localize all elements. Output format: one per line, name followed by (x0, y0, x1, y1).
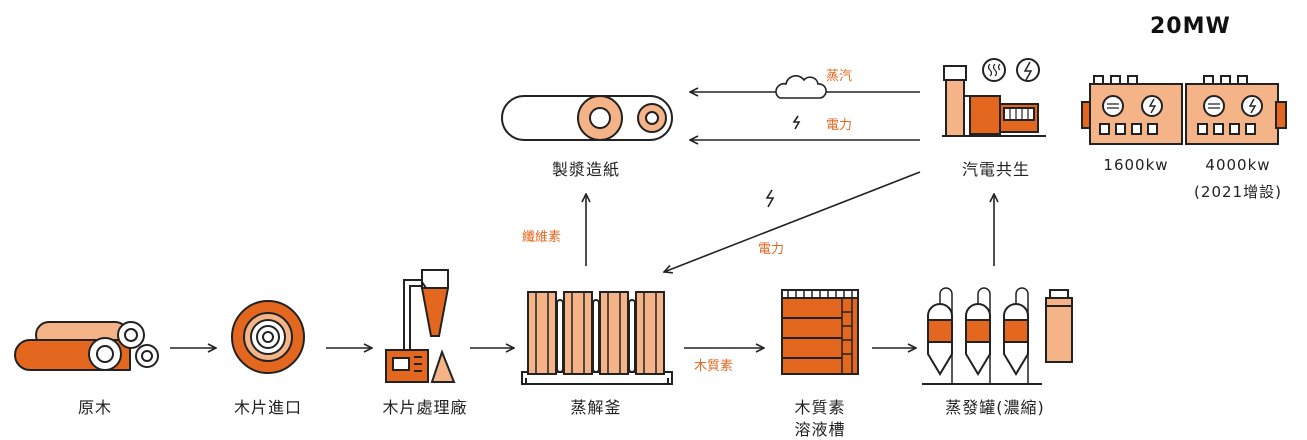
label-digester: 蒸解釜 (570, 398, 622, 417)
chip-plant-icon (385, 269, 456, 383)
log-pile-icon (14, 321, 159, 371)
label-chip-plant: 木片處理廠 (382, 398, 468, 417)
flow-arrows (170, 92, 994, 348)
evaporator-icon (922, 287, 1073, 385)
label-papermaking: 製漿造紙 (551, 160, 620, 179)
steam-cloud-icon (775, 75, 827, 99)
digester-icon (521, 291, 673, 385)
label-log: 原木 (77, 398, 112, 417)
label-gen2-note: (2021增設) (1194, 183, 1282, 201)
label-lignin-tank-1: 木質素 (794, 398, 846, 417)
label-evaporator: 蒸發罐(濃縮) (945, 398, 1045, 417)
label-cogeneration: 汽電共生 (961, 160, 1030, 179)
cogeneration-icon (942, 58, 1046, 137)
lightning-icon (765, 115, 801, 208)
flow-power-diag: 電力 (758, 242, 785, 257)
label-chip-in: 木片進口 (233, 398, 302, 417)
flow-fiber: 纖維素 (522, 230, 562, 245)
flow-lignin: 木質素 (694, 359, 734, 374)
wood-chip-icon (231, 300, 305, 374)
flow-steam: 蒸汽 (826, 69, 853, 84)
capacity-title: 20MW (1150, 14, 1231, 39)
paper-roll-icon (501, 95, 673, 141)
flow-power-top: 電力 (826, 118, 853, 133)
tank-icon (781, 289, 859, 375)
generator-icon (1081, 75, 1287, 145)
label-gen2: 4000kw (1205, 156, 1271, 174)
label-lignin-tank-2: 溶液槽 (794, 420, 846, 439)
label-gen1: 1600kw (1103, 156, 1169, 174)
